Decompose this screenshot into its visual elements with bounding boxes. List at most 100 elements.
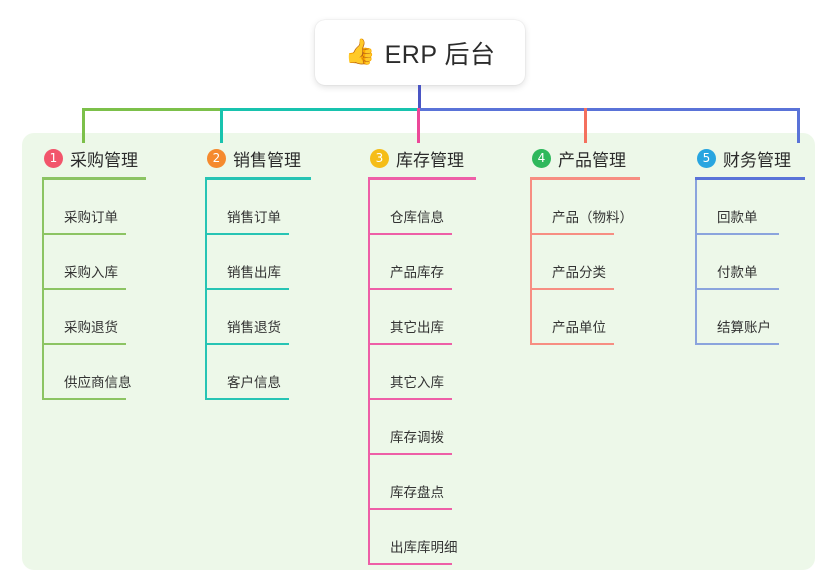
column-spine-line <box>530 180 532 345</box>
leaf-underline <box>368 453 452 455</box>
diagram-panel <box>22 133 815 570</box>
column-title: 采购管理 <box>70 150 138 170</box>
leaf-item[interactable]: 产品库存 <box>368 235 476 290</box>
leaf-label: 客户信息 <box>227 375 281 390</box>
leaf-underline <box>368 508 452 510</box>
leaf-label: 出库库明细 <box>390 540 458 555</box>
leaf-label: 销售订单 <box>227 210 281 225</box>
column-badge-icon: 1 <box>44 148 63 168</box>
root-connector-vline <box>418 85 421 110</box>
leaf-item[interactable]: 销售订单 <box>205 180 311 235</box>
column-leaf-list: 回款单付款单结算账户 <box>695 180 805 345</box>
leaf-underline <box>42 288 126 290</box>
column-leaf-list: 采购订单采购入库采购退货供应商信息 <box>42 180 146 400</box>
column-spine-line <box>205 180 207 400</box>
drop-col-4 <box>584 108 587 143</box>
leaf-label: 库存调拨 <box>390 430 444 445</box>
leaf-label: 其它入库 <box>390 375 444 390</box>
column-underline <box>205 177 311 180</box>
leaf-label: 其它出库 <box>390 320 444 335</box>
leaf-label: 采购退货 <box>64 320 118 335</box>
column-1: 1 采购管理采购订单采购入库采购退货供应商信息 <box>42 145 146 400</box>
leaf-item[interactable]: 出库库明细 <box>368 510 476 565</box>
leaf-item[interactable]: 采购退货 <box>42 290 146 345</box>
leaf-item[interactable]: 其它出库 <box>368 290 476 345</box>
leaf-item[interactable]: 结算账户 <box>695 290 805 345</box>
leaf-item[interactable]: 其它入库 <box>368 345 476 400</box>
leaf-underline <box>205 288 289 290</box>
leaf-item[interactable]: 库存调拨 <box>368 400 476 455</box>
leaf-label: 库存盘点 <box>390 485 444 500</box>
root-node[interactable]: 👍 ERP 后台 <box>315 20 525 85</box>
leaf-underline <box>530 233 614 235</box>
column-header-4[interactable]: 4 产品管理 <box>530 145 640 171</box>
leaf-underline <box>42 398 126 400</box>
leaf-underline <box>368 563 452 565</box>
column-badge-icon: 2 <box>207 148 226 168</box>
leaf-label: 付款单 <box>717 265 758 280</box>
leaf-label: 产品库存 <box>390 265 444 280</box>
leaf-item[interactable]: 采购入库 <box>42 235 146 290</box>
column-badge-icon: 3 <box>370 148 389 168</box>
leaf-label: 回款单 <box>717 210 758 225</box>
leaf-underline <box>42 343 126 345</box>
leaf-underline <box>205 398 289 400</box>
leaf-item[interactable]: 付款单 <box>695 235 805 290</box>
drop-col-3 <box>417 108 420 143</box>
leaf-underline <box>695 233 779 235</box>
bus-segment-blue <box>417 108 800 111</box>
leaf-label: 结算账户 <box>717 320 771 335</box>
column-2: 2 销售管理销售订单销售出库销售退货客户信息 <box>205 145 311 400</box>
column-underline <box>530 177 640 180</box>
column-badge-icon: 5 <box>697 148 716 168</box>
bus-segment-teal <box>220 108 419 111</box>
leaf-underline <box>695 343 779 345</box>
leaf-label: 销售退货 <box>227 320 281 335</box>
drop-col-5 <box>797 108 800 143</box>
column-title: 产品管理 <box>558 150 626 170</box>
leaf-underline <box>368 288 452 290</box>
bus-segment-green <box>82 108 222 111</box>
leaf-label: 产品分类 <box>552 265 606 280</box>
leaf-label: 仓库信息 <box>390 210 444 225</box>
thumbs-up-icon: 👍 <box>344 38 376 66</box>
leaf-item[interactable]: 客户信息 <box>205 345 311 400</box>
leaf-underline <box>695 288 779 290</box>
column-underline <box>42 177 146 180</box>
column-spine-line <box>695 180 697 345</box>
column-3: 3 库存管理仓库信息产品库存其它出库其它入库库存调拨库存盘点出库库明细 <box>368 145 476 565</box>
column-header-1[interactable]: 1 采购管理 <box>42 145 146 171</box>
leaf-item[interactable]: 产品（物料） <box>530 180 640 235</box>
leaf-label: 销售出库 <box>227 265 281 280</box>
column-title: 库存管理 <box>396 150 464 170</box>
leaf-item[interactable]: 仓库信息 <box>368 180 476 235</box>
leaf-underline <box>42 233 126 235</box>
column-underline <box>695 177 805 180</box>
leaf-item[interactable]: 库存盘点 <box>368 455 476 510</box>
leaf-underline <box>205 343 289 345</box>
column-underline <box>368 177 476 180</box>
column-header-3[interactable]: 3 库存管理 <box>368 145 476 171</box>
leaf-item[interactable]: 产品分类 <box>530 235 640 290</box>
leaf-underline <box>530 343 614 345</box>
column-badge-icon: 4 <box>532 148 551 168</box>
leaf-item[interactable]: 产品单位 <box>530 290 640 345</box>
leaf-item[interactable]: 采购订单 <box>42 180 146 235</box>
column-header-2[interactable]: 2 销售管理 <box>205 145 311 171</box>
leaf-item[interactable]: 销售退货 <box>205 290 311 345</box>
column-spine-line <box>368 180 370 565</box>
drop-col-1 <box>82 108 85 143</box>
leaf-item[interactable]: 供应商信息 <box>42 345 146 400</box>
drop-col-2 <box>220 108 223 143</box>
column-leaf-list: 仓库信息产品库存其它出库其它入库库存调拨库存盘点出库库明细 <box>368 180 476 565</box>
leaf-underline <box>368 398 452 400</box>
leaf-item[interactable]: 回款单 <box>695 180 805 235</box>
column-title: 销售管理 <box>233 150 301 170</box>
leaf-label: 采购订单 <box>64 210 118 225</box>
leaf-label: 供应商信息 <box>64 375 132 390</box>
leaf-item[interactable]: 销售出库 <box>205 235 311 290</box>
column-leaf-list: 产品（物料） 产品分类产品单位 <box>530 180 640 345</box>
